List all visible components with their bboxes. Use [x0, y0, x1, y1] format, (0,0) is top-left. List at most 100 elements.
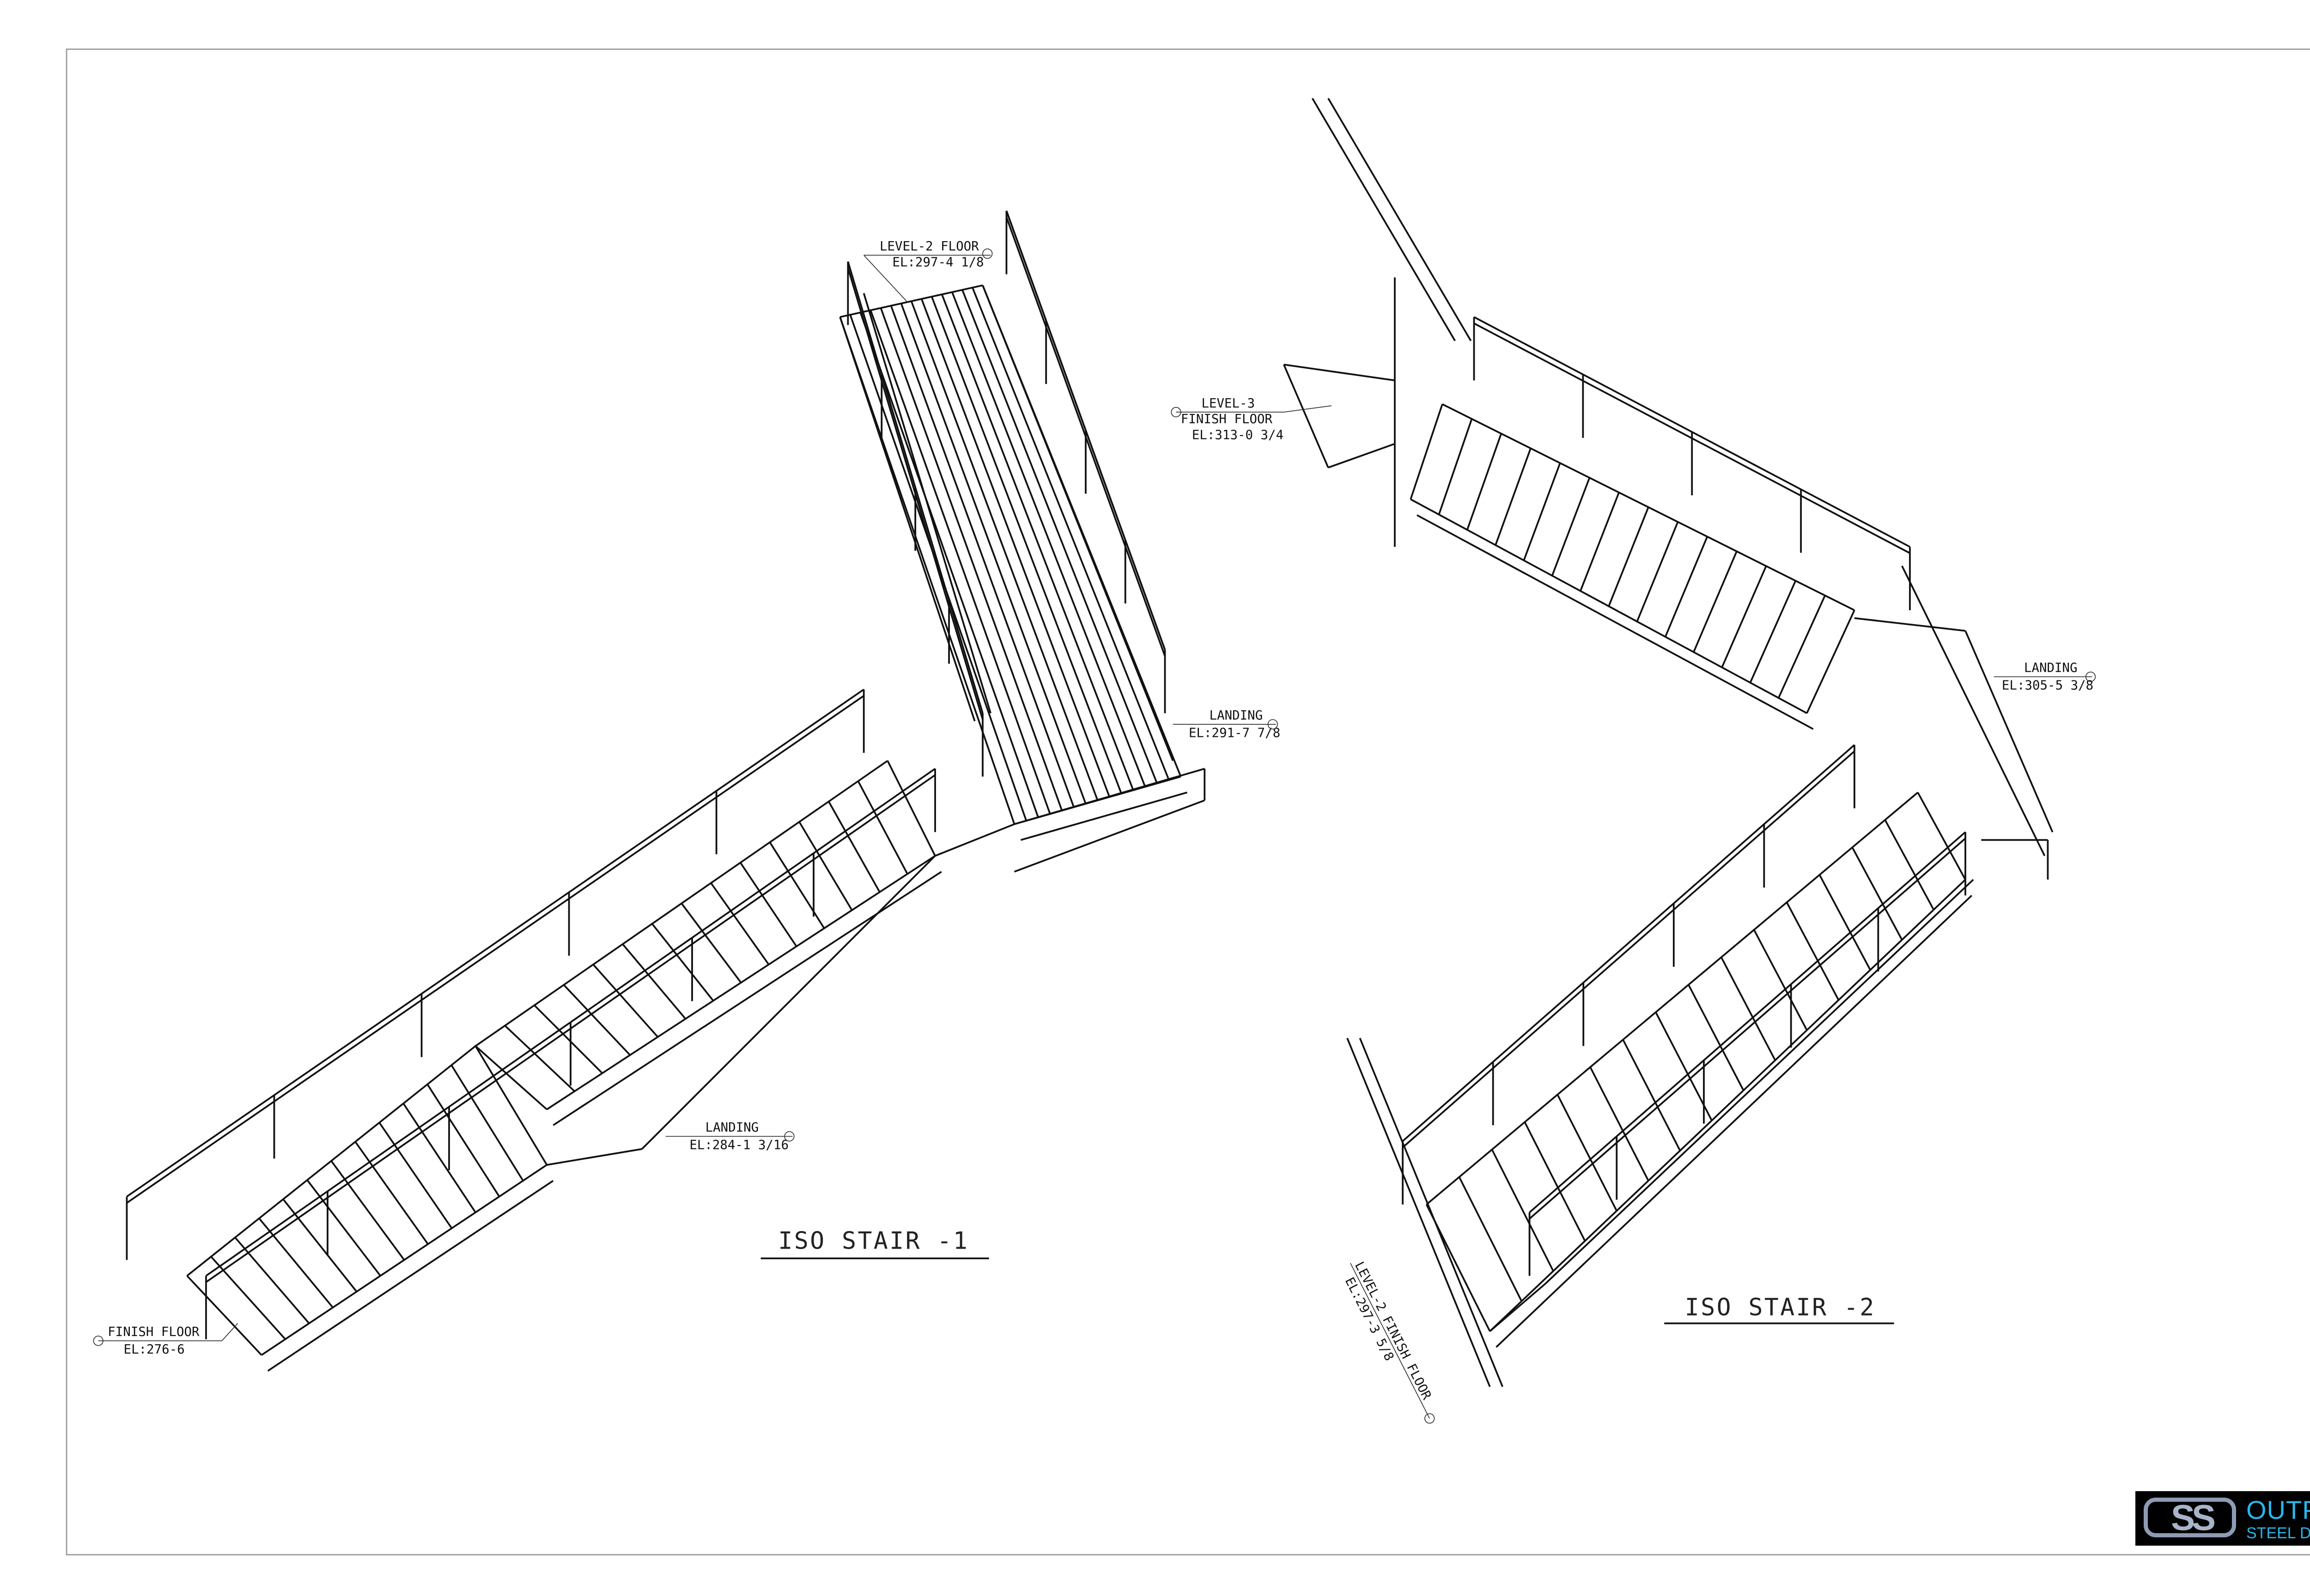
s1-upper-flight-tread — [972, 287, 1170, 781]
s2-lower-flight-tread — [1720, 957, 1776, 1061]
s2-upper-flight-tread — [1466, 433, 1502, 530]
elevation-marker-icon — [1171, 407, 1181, 418]
s1-upper-flight-tread — [910, 301, 1099, 801]
s2-upper-flight-tread — [1777, 595, 1826, 698]
s2-lower-flight-stringer — [1426, 792, 1919, 1205]
stair-line — [1489, 1283, 1546, 1332]
view-title: ISO STAIR -1 — [778, 1227, 969, 1255]
s1-flight-b-tread — [828, 801, 881, 893]
s2-upper-flight-stringer-bottom — [1416, 514, 1814, 730]
stair-line — [839, 316, 976, 722]
s1-flight-a-tread — [282, 1198, 358, 1293]
s1-flight-a-tread — [186, 1275, 262, 1356]
s2-lower-flight-stringer-bottom — [1495, 895, 1973, 1348]
s1-upper-flight-tread — [890, 305, 1075, 807]
s2-lower-rail — [1402, 750, 1855, 1148]
label-level2-finish-floor: LEVEL-2 FINISH FLOOR EL:297-3 5/8 — [1342, 1260, 1435, 1424]
stair-line — [641, 855, 936, 1150]
s2-upper-flight-tread — [1664, 536, 1708, 637]
s2-lower-flight-tread — [1622, 1039, 1681, 1151]
label-landing-305: LANDING EL:305-5 3/8 — [1994, 661, 2096, 692]
s2-upper-flight-tread — [1636, 522, 1679, 622]
s2-upper-flight-tread — [1438, 419, 1473, 515]
s1-handrail — [126, 695, 864, 1204]
s1-flight-a-tread — [234, 1237, 310, 1324]
stair-line — [1014, 799, 1205, 873]
s1-upper-flight-tread — [951, 291, 1146, 787]
s2-lower-flight-stringer — [1489, 879, 1966, 1332]
sheet-border — [66, 49, 2310, 1556]
s2-lower-flight-tread — [1491, 1149, 1554, 1272]
label-level2-floor: LEVEL-2 FLOOR EL:297-4 1/8 — [863, 239, 993, 302]
s1-flight-b-tread — [534, 1004, 603, 1074]
label-name: LANDING — [2024, 661, 2078, 675]
stair-line — [935, 823, 1015, 857]
s1-flight-b-stringer-bottom — [553, 871, 942, 1126]
s2-lower-flight-tread — [1753, 929, 1808, 1031]
s1-flight-b-tread — [592, 964, 659, 1038]
elevation-marker-icon — [982, 248, 993, 259]
label-elevation: EL:291-7 7/8 — [1189, 726, 1280, 740]
s1-flight-a-tread — [402, 1103, 476, 1213]
s1-flight-b-tread — [887, 760, 936, 856]
label-landing-284: LANDING EL:284-1 3/16 — [665, 1121, 795, 1152]
elevation-marker-icon — [784, 1131, 795, 1142]
stair-line — [1283, 364, 1329, 468]
s1-flight-b-tread — [798, 821, 853, 911]
s2-lower-flight-tread — [1818, 874, 1871, 971]
s1-upper-flight-tread — [900, 303, 1087, 804]
label-name: LEVEL-2 FINISH FLOOR — [1352, 1260, 1434, 1402]
s1-flight-a-tread — [258, 1218, 334, 1308]
stair-line — [1311, 97, 1456, 341]
s1-flight-b-tread — [651, 923, 714, 1001]
s2-upper-flight-tread — [1693, 551, 1738, 653]
s2-upper-flight-tread — [1495, 448, 1532, 546]
s1-flight-b-tread — [563, 984, 631, 1056]
s1-upper-flight-tread — [869, 309, 1051, 814]
label-elevation: EL:297-4 1/8 — [892, 255, 984, 270]
s2-upper-flight-tread — [1580, 492, 1620, 591]
s1-upper-flight-stringer-bottom — [1020, 791, 1188, 841]
elevation-marker-icon — [2085, 671, 2096, 682]
s1-flight-a-tread — [378, 1122, 453, 1229]
s1-flight-a-tread — [210, 1256, 286, 1340]
s2-lower-flight-tread — [1851, 847, 1903, 941]
s1-flight-a-tread — [354, 1141, 429, 1245]
label-name: LEVEL-3 — [1201, 396, 1255, 411]
s1-flight-b-tread — [474, 1045, 547, 1111]
s1-upper-flight-tread — [880, 308, 1063, 811]
s2-lower-flight-tread — [1589, 1067, 1649, 1181]
stair-geometry — [126, 97, 2054, 1387]
stair-line — [1544, 879, 1974, 1285]
s2-lower-flight-tread — [1458, 1177, 1523, 1302]
s2-upper-flight-tread — [1410, 404, 1443, 500]
label-name-2: FINISH FLOOR — [1181, 412, 1273, 426]
stair-line — [1854, 617, 1966, 632]
s2-inner-rail — [1529, 831, 1966, 1214]
stair-line — [1346, 1038, 1491, 1387]
label-name: FINISH FLOOR — [108, 1325, 200, 1339]
s2-lower-flight-tread — [1917, 792, 1966, 880]
s2-lower-rail — [1402, 744, 1855, 1142]
stair-line — [1283, 364, 1395, 382]
view-title-stair-2: ISO STAIR -2 — [1664, 1294, 1894, 1324]
label-name: LANDING — [705, 1121, 759, 1135]
s1-flight-b-tread — [504, 1025, 575, 1092]
label-name: LEVEL-2 FLOOR — [880, 239, 979, 254]
s1-upper-flight-tread — [920, 298, 1111, 797]
s2-lower-flight-tread — [1524, 1122, 1586, 1242]
s1-upper-flight-tread — [961, 289, 1158, 784]
label-elevation: EL:276-6 — [124, 1342, 185, 1357]
stair-line — [1328, 443, 1395, 468]
s2-lower-flight-tread — [1786, 902, 1840, 1001]
s2-lower-flight-tread — [1884, 819, 1935, 910]
s1-flight-b-tread — [710, 882, 770, 965]
label-landing-291: LANDING EL:291-7 7/8 — [1173, 709, 1280, 740]
s2-inner-rail — [1529, 837, 1966, 1220]
s1-flight-a-tread — [426, 1084, 500, 1197]
stair-line — [1327, 97, 1472, 341]
elevation-marker-icon — [93, 1335, 103, 1346]
stair-line — [1014, 768, 1205, 825]
stair-line — [982, 285, 1174, 761]
